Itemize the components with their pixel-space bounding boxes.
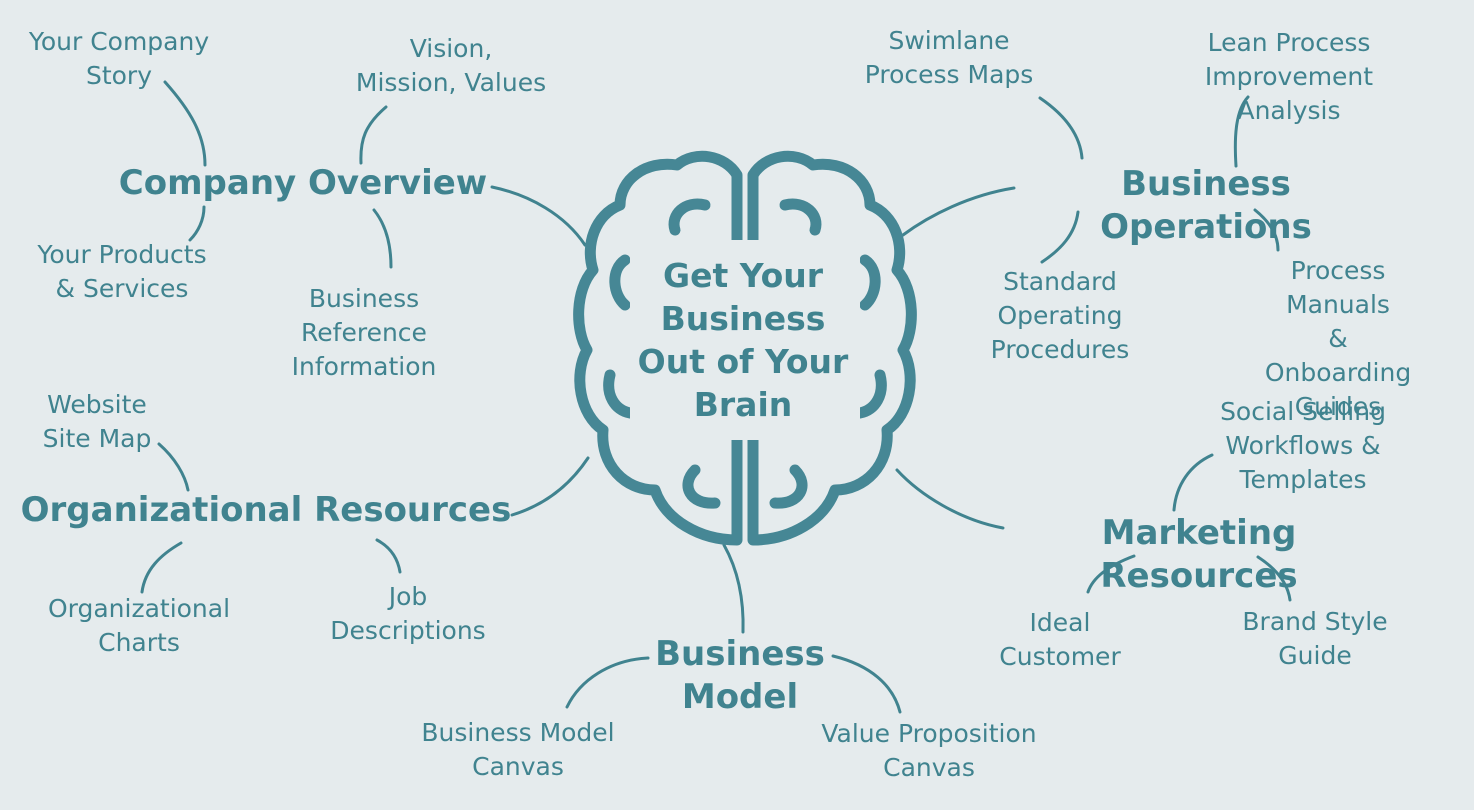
node-org-charts: Organizational Charts [47, 594, 231, 657]
connector [895, 468, 1005, 530]
connector [722, 543, 745, 634]
connector [1172, 453, 1214, 512]
node-business-reference: Business Reference Information [291, 284, 437, 381]
node-process-manuals: Process Manuals & Onboarding Guides [1264, 256, 1412, 421]
node-value-proposition-canvas: Value Proposition Canvas [821, 719, 1037, 782]
connector [1086, 554, 1136, 594]
connector [1040, 210, 1080, 264]
node-business-model-canvas: Business Model Canvas [421, 718, 615, 781]
center-title: Get Your Business Out of Your Brain [637, 256, 849, 424]
connector [1253, 208, 1280, 252]
node-lean-process: Lean Process Improvement Analysis [1204, 28, 1374, 125]
node-swimlane-maps: Swimlane Process Maps [864, 26, 1034, 89]
connector [831, 654, 902, 714]
connector [188, 205, 206, 242]
node-vision-mission-values: Vision, Mission, Values [355, 34, 547, 97]
connector [1038, 96, 1084, 160]
node-job-descriptions: Job Descriptions [330, 582, 486, 645]
node-products-services: Your Products & Services [37, 240, 207, 303]
hub-marketing-resources: Marketing Resources [1100, 513, 1298, 596]
node-your-company-story: Your Company Story [28, 27, 210, 90]
node-social-selling: Social Selling Workflows & Templates [1220, 397, 1386, 494]
hub-company-overview: Company Overview [118, 163, 488, 203]
connector [359, 105, 388, 165]
node-brand-style-guide: Brand Style Guide [1242, 607, 1388, 670]
connector [490, 185, 587, 247]
node-sops: Standard Operating Procedures [990, 267, 1130, 364]
hub-business-operations: Business Operations [1100, 164, 1312, 247]
connector [510, 456, 590, 517]
hub-business-model: Business Model [655, 634, 825, 717]
hub-organizational-resources: Organizational Resources [20, 490, 512, 530]
node-website-site-map: Website Site Map [42, 390, 152, 453]
connector [163, 80, 207, 167]
connector [157, 442, 190, 492]
node-ideal-customer: Ideal Customer [999, 608, 1121, 671]
connector [375, 538, 402, 574]
connector [565, 656, 650, 709]
connector [901, 186, 1016, 237]
connector [372, 208, 393, 269]
connector [1233, 95, 1250, 168]
brain-icon [573, 150, 917, 546]
connector [140, 541, 183, 594]
connector [1256, 555, 1292, 602]
